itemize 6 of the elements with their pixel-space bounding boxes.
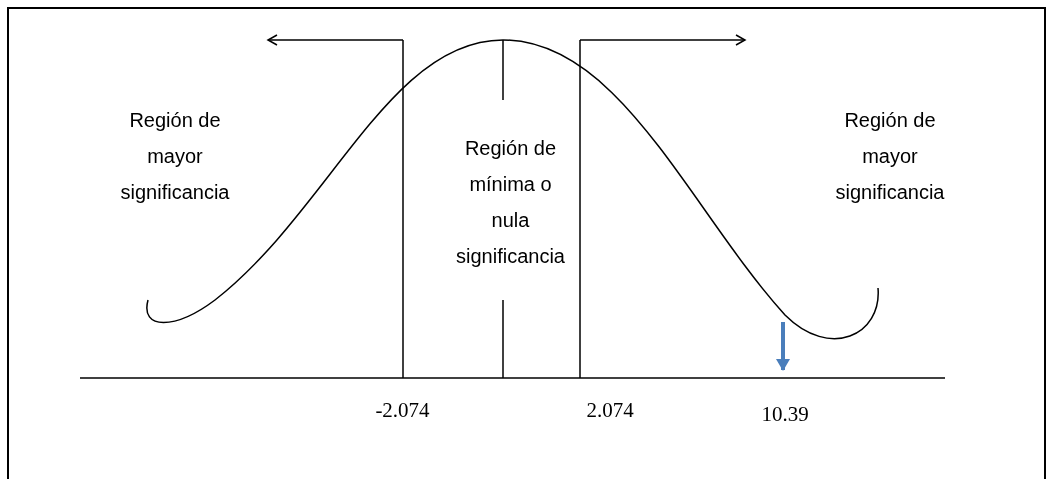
axis-value: -2.074 bbox=[374, 398, 431, 422]
region-label: Región de mayor significancia bbox=[834, 108, 946, 205]
region-label: Región de mínima o nula significancia bbox=[455, 136, 566, 269]
region-label: Región de mayor significancia bbox=[119, 108, 231, 205]
axis-value: 10.39 bbox=[760, 402, 810, 426]
axis-value: 2.074 bbox=[585, 398, 635, 422]
